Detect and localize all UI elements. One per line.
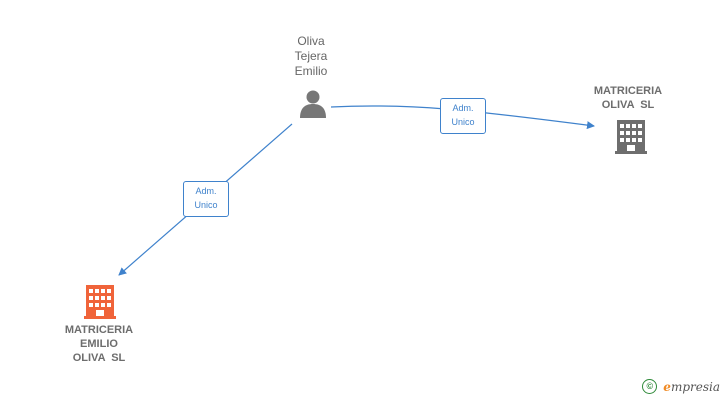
person-icon[interactable] [300, 90, 326, 119]
person-name-line: Emilio [294, 64, 328, 78]
edge-role-line: Adm. [195, 186, 217, 196]
brand-logo-initial: e [663, 379, 671, 394]
company-name-line: OLIVA SL [72, 352, 126, 364]
target-company-name[interactable]: MATRICERIA OLIVA SL [578, 84, 678, 112]
building-icon[interactable] [615, 120, 647, 154]
watermark: © empresia [642, 379, 720, 394]
building-icon[interactable] [84, 285, 116, 319]
edge-role-line: Unico [451, 117, 475, 127]
brand-logo: empresia [663, 380, 720, 394]
person-name-line: Tejera [294, 49, 328, 63]
edge-role-badge: Adm. Unico [183, 181, 229, 217]
brand-logo-text: mpresia [670, 379, 720, 394]
edge-role-line: Unico [194, 200, 218, 210]
edge-role-line: Adm. [452, 103, 474, 113]
edge-role-badge: Adm. Unico [440, 98, 486, 134]
person-name-line: Oliva [297, 34, 325, 48]
company-name-line: MATRICERIA [64, 324, 134, 336]
company-name-line: OLIVA SL [601, 99, 655, 111]
company-name-line: MATRICERIA [593, 85, 663, 97]
company-name-line: EMILIO [80, 338, 118, 350]
copyright-icon: © [642, 379, 658, 394]
main-company-name[interactable]: MATRICERIA EMILIO OLIVA SL [40, 323, 158, 365]
person-name[interactable]: Oliva Tejera Emilio [270, 34, 352, 79]
